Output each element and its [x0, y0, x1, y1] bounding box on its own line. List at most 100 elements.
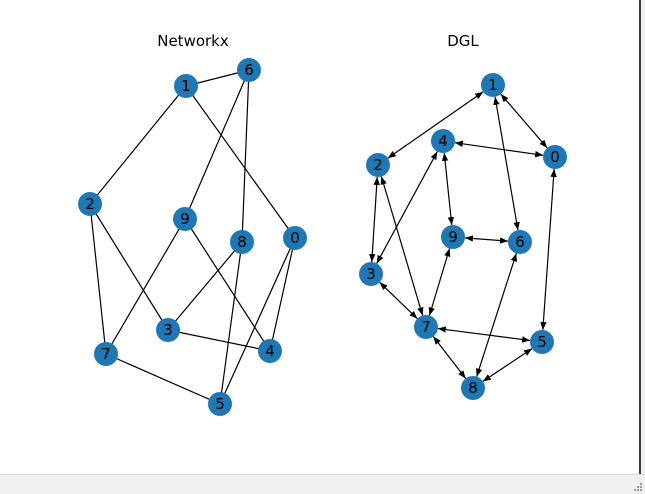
networkx-nodes: 0 1 2 3 4 5 6 7 8 9	[78, 58, 307, 416]
networkx-node-circle-9	[173, 207, 197, 231]
networkx-edge-2-3	[89, 203, 169, 331]
networkx-edge-3-4	[167, 329, 271, 352]
dgl-edge-9-7	[428, 248, 451, 316]
networkx-edge-0-5	[219, 237, 296, 405]
dgl-node-label-9: 9	[448, 228, 458, 246]
dgl-edge-2-3	[369, 176, 380, 263]
dgl-panel: DGL 0 1 2 3 4 5 6 7 8 9	[359, 32, 567, 400]
networkx-edge-1-0	[185, 85, 296, 239]
networkx-node-9: 9	[173, 207, 197, 231]
networkx-edge-9-4	[184, 218, 271, 352]
networkx-edge-6-9	[184, 69, 250, 220]
dgl-node-circle-0	[543, 145, 567, 169]
dgl-edge-6-8	[476, 253, 517, 377]
dgl-edge-9-6	[464, 235, 509, 244]
dgl-node-label-2: 2	[373, 156, 383, 174]
dgl-edge-4-0	[454, 140, 544, 158]
dgl-edge-1-0	[500, 93, 548, 149]
networkx-title: Networkx	[157, 32, 229, 50]
networkx-node-label-7: 7	[101, 345, 111, 363]
dgl-edges	[369, 91, 557, 382]
dgl-node-label-1: 1	[488, 76, 498, 94]
dgl-node-3: 3	[359, 262, 383, 286]
dgl-node-circle-6	[508, 230, 532, 254]
networkx-node-label-4: 4	[265, 342, 275, 360]
networkx-node-circle-6	[237, 58, 261, 82]
dgl-node-circle-1	[481, 73, 505, 97]
networkx-node-0: 0	[283, 226, 307, 250]
dgl-node-4: 4	[431, 129, 455, 153]
dgl-node-0: 0	[543, 145, 567, 169]
resize-grip-icon[interactable]	[633, 482, 643, 492]
dgl-title: DGL	[447, 32, 479, 50]
dgl-node-label-3: 3	[366, 265, 376, 283]
networkx-edges	[89, 69, 296, 405]
dgl-nodes: 0 1 2 3 4 5 6 7 8 9	[359, 73, 567, 400]
networkx-node-label-2: 2	[85, 195, 95, 213]
networkx-node-circle-4	[258, 339, 282, 363]
window-right-strip	[641, 0, 645, 474]
dgl-edge-7-5	[437, 326, 531, 343]
networkx-edge-0-4	[269, 237, 296, 352]
dgl-node-2: 2	[366, 153, 390, 177]
dgl-node-label-0: 0	[550, 148, 560, 166]
dgl-edge-4-9	[441, 152, 455, 226]
dgl-edge-2-7	[380, 176, 424, 316]
dgl-node-circle-3	[359, 262, 383, 286]
networkx-edge-6-8	[241, 69, 250, 243]
dgl-edge-1-6	[493, 96, 520, 231]
dgl-node-circle-8	[461, 376, 485, 400]
dgl-edge-0-5	[540, 168, 557, 331]
dgl-node-6: 6	[508, 230, 532, 254]
dgl-node-1: 1	[481, 73, 505, 97]
dgl-node-5: 5	[530, 330, 554, 354]
networkx-node-circle-1	[174, 74, 198, 98]
dgl-node-circle-4	[431, 129, 455, 153]
dgl-node-8: 8	[461, 376, 485, 400]
networkx-node-8: 8	[230, 230, 254, 254]
dgl-node-label-6: 6	[515, 233, 525, 251]
dgl-edge-5-8	[482, 348, 533, 382]
dgl-edge-7-3	[379, 281, 418, 320]
dgl-node-label-7: 7	[421, 318, 431, 336]
dgl-node-label-5: 5	[537, 333, 547, 351]
networkx-node-circle-7	[94, 342, 118, 366]
networkx-node-label-9: 9	[180, 210, 190, 228]
dgl-node-circle-9	[441, 225, 465, 249]
networkx-node-label-3: 3	[163, 321, 173, 339]
dgl-node-circle-5	[530, 330, 554, 354]
networkx-node-label-0: 0	[290, 229, 300, 247]
networkx-node-label-8: 8	[237, 233, 247, 251]
networkx-node-2: 2	[78, 192, 102, 216]
networkx-node-circle-5	[208, 392, 232, 416]
dgl-node-9: 9	[441, 225, 465, 249]
networkx-node-label-1: 1	[181, 77, 191, 95]
dgl-edge-1-2	[387, 91, 484, 159]
networkx-node-label-5: 5	[215, 395, 225, 413]
networkx-edge-9-7	[105, 218, 186, 355]
networkx-edge-7-5	[105, 353, 221, 405]
networkx-node-4: 4	[258, 339, 282, 363]
figure-canvas: Networkx 0 1 2 3 4 5 6 7 8 9 DGL 0 1 2 3 4 5 6 7 8 9	[78, 32, 567, 416]
networkx-node-circle-2	[78, 192, 102, 216]
networkx-node-3: 3	[156, 318, 180, 342]
networkx-edge-8-5	[219, 241, 243, 405]
networkx-edge-2-7	[89, 203, 107, 355]
networkx-node-6: 6	[237, 58, 261, 82]
networkx-panel: Networkx 0 1 2 3 4 5 6 7 8 9	[78, 32, 307, 416]
networkx-node-label-6: 6	[244, 61, 254, 79]
dgl-node-circle-2	[366, 153, 390, 177]
networkx-edge-8-3	[167, 241, 243, 331]
networkx-edge-1-2	[89, 85, 187, 205]
dgl-edge-7-8	[432, 336, 467, 379]
networkx-node-5: 5	[208, 392, 232, 416]
networkx-node-7: 7	[94, 342, 118, 366]
dgl-node-circle-7	[414, 315, 438, 339]
dgl-node-7: 7	[414, 315, 438, 339]
status-bar	[0, 474, 645, 494]
networkx-node-circle-0	[283, 226, 307, 250]
dgl-node-label-4: 4	[438, 132, 448, 150]
networkx-node-circle-8	[230, 230, 254, 254]
networkx-node-1: 1	[174, 74, 198, 98]
graph-figure: Networkx 0 1 2 3 4 5 6 7 8 9 DGL 0 1 2 3 4 5 6 7 8 9	[78, 32, 567, 416]
